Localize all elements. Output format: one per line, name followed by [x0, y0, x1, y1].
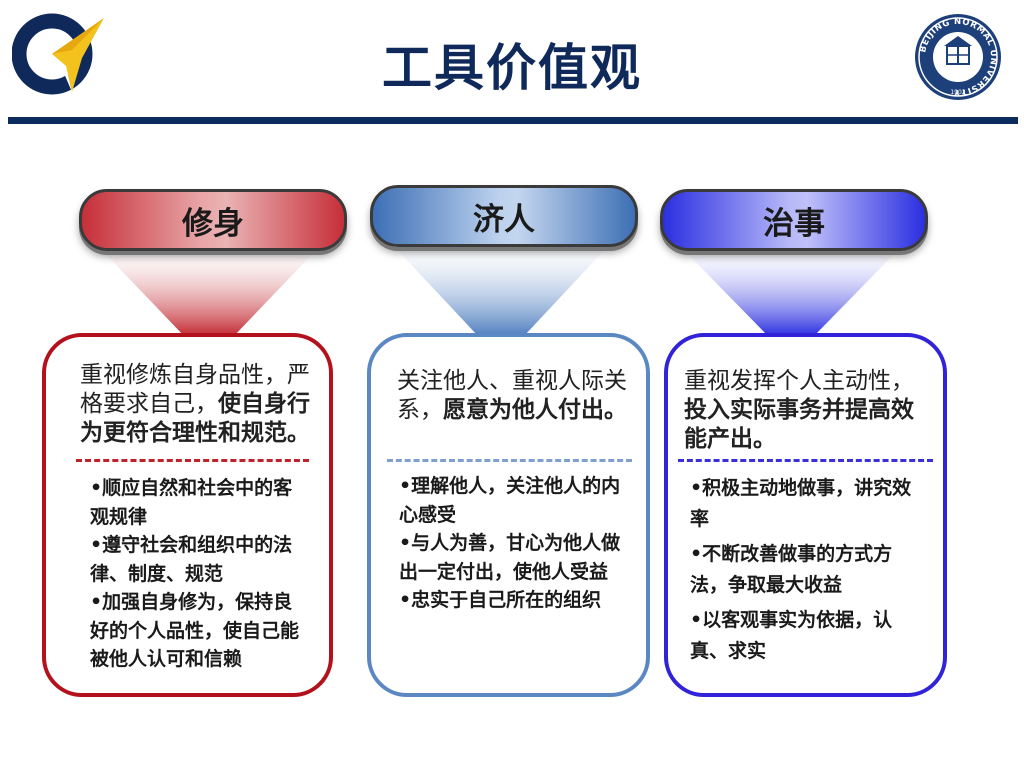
bullet-item: •顺应自然和社会中的客观规律 [90, 477, 293, 528]
dashed-divider [678, 459, 933, 462]
funnel-blue [390, 242, 612, 336]
bullet-list: •顺应自然和社会中的客观规律 •遵守社会和组织中的法律、制度、规范 •加强自身修… [90, 474, 311, 674]
funnel-violet [680, 246, 902, 336]
card-lead: 重视发挥个人主动性， 投入实际事务并提高效能产出。 [684, 367, 925, 454]
bullet-item: •加强自身修为，保持良好的个人品性，使自己能被他人认可和信赖 [90, 591, 300, 670]
lead-bold: 愿意为他人付出。 [443, 397, 627, 423]
funnel-red [98, 246, 320, 338]
bullet-list: •理解他人，关注他人的内心感受 •与人为善，甘心为他人做出一定付出，使他人受益 … [399, 472, 634, 615]
lead-plain: 重视修炼自身品性，严格要求自己， [80, 362, 310, 417]
heading-jiren: 济人 [370, 185, 638, 247]
bullet-item: •遵守社会和组织中的法律、制度、规范 [90, 534, 293, 585]
bullet-list: •积极主动地做事，讲究效率 •不断改善做事的方式方法，争取最大收益 •以客观事实… [690, 473, 927, 671]
university-seal-icon: BEIJING NORMAL UNIVERSITY 1902 [915, 14, 1001, 100]
lead-bold: 使自身行为更符合理性和规范。 [80, 391, 310, 446]
bullet-item: •忠实于自己所在的组织 [399, 589, 602, 611]
bullet-item: •理解他人，关注他人的内心感受 [399, 475, 621, 526]
bullet-item: •以客观事实为依据，认真、求实 [690, 609, 893, 662]
lead-plain: 关注他人、重视人际关系， [397, 368, 627, 423]
dashed-divider [76, 459, 309, 462]
lead-plain: 重视发挥个人主动性， [684, 368, 914, 394]
school-emblem-left-icon [12, 13, 104, 95]
card-zhishi: 重视发挥个人主动性， 投入实际事务并提高效能产出。 •积极主动地做事，讲究效率 •… [664, 333, 947, 697]
seal-year: 1902 [950, 89, 965, 96]
header-divider [8, 117, 1018, 124]
card-jiren: 关注他人、重视人际关系，愿意为他人付出。 •理解他人，关注他人的内心感受 •与人… [367, 333, 650, 697]
heading-xiushen: 修身 [79, 189, 347, 251]
bullet-item: •与人为善，甘心为他人做出一定付出，使他人受益 [399, 532, 621, 583]
bullet-item: •不断改善做事的方式方法，争取最大收益 [690, 543, 893, 596]
heading-zhishi: 治事 [660, 189, 928, 251]
lead-bold: 投入实际事务并提高效能产出。 [684, 397, 914, 452]
bullet-item: •积极主动地做事，讲究效率 [690, 477, 912, 530]
card-xiushen: 重视修炼自身品性，严格要求自己，使自身行为更符合理性和规范。 •顺应自然和社会中… [42, 333, 333, 697]
card-lead: 重视修炼自身品性，严格要求自己，使自身行为更符合理性和规范。 [80, 361, 311, 448]
card-lead: 关注他人、重视人际关系，愿意为他人付出。 [397, 367, 628, 425]
dashed-divider [387, 459, 632, 462]
page-title: 工具价值观 [382, 39, 642, 97]
